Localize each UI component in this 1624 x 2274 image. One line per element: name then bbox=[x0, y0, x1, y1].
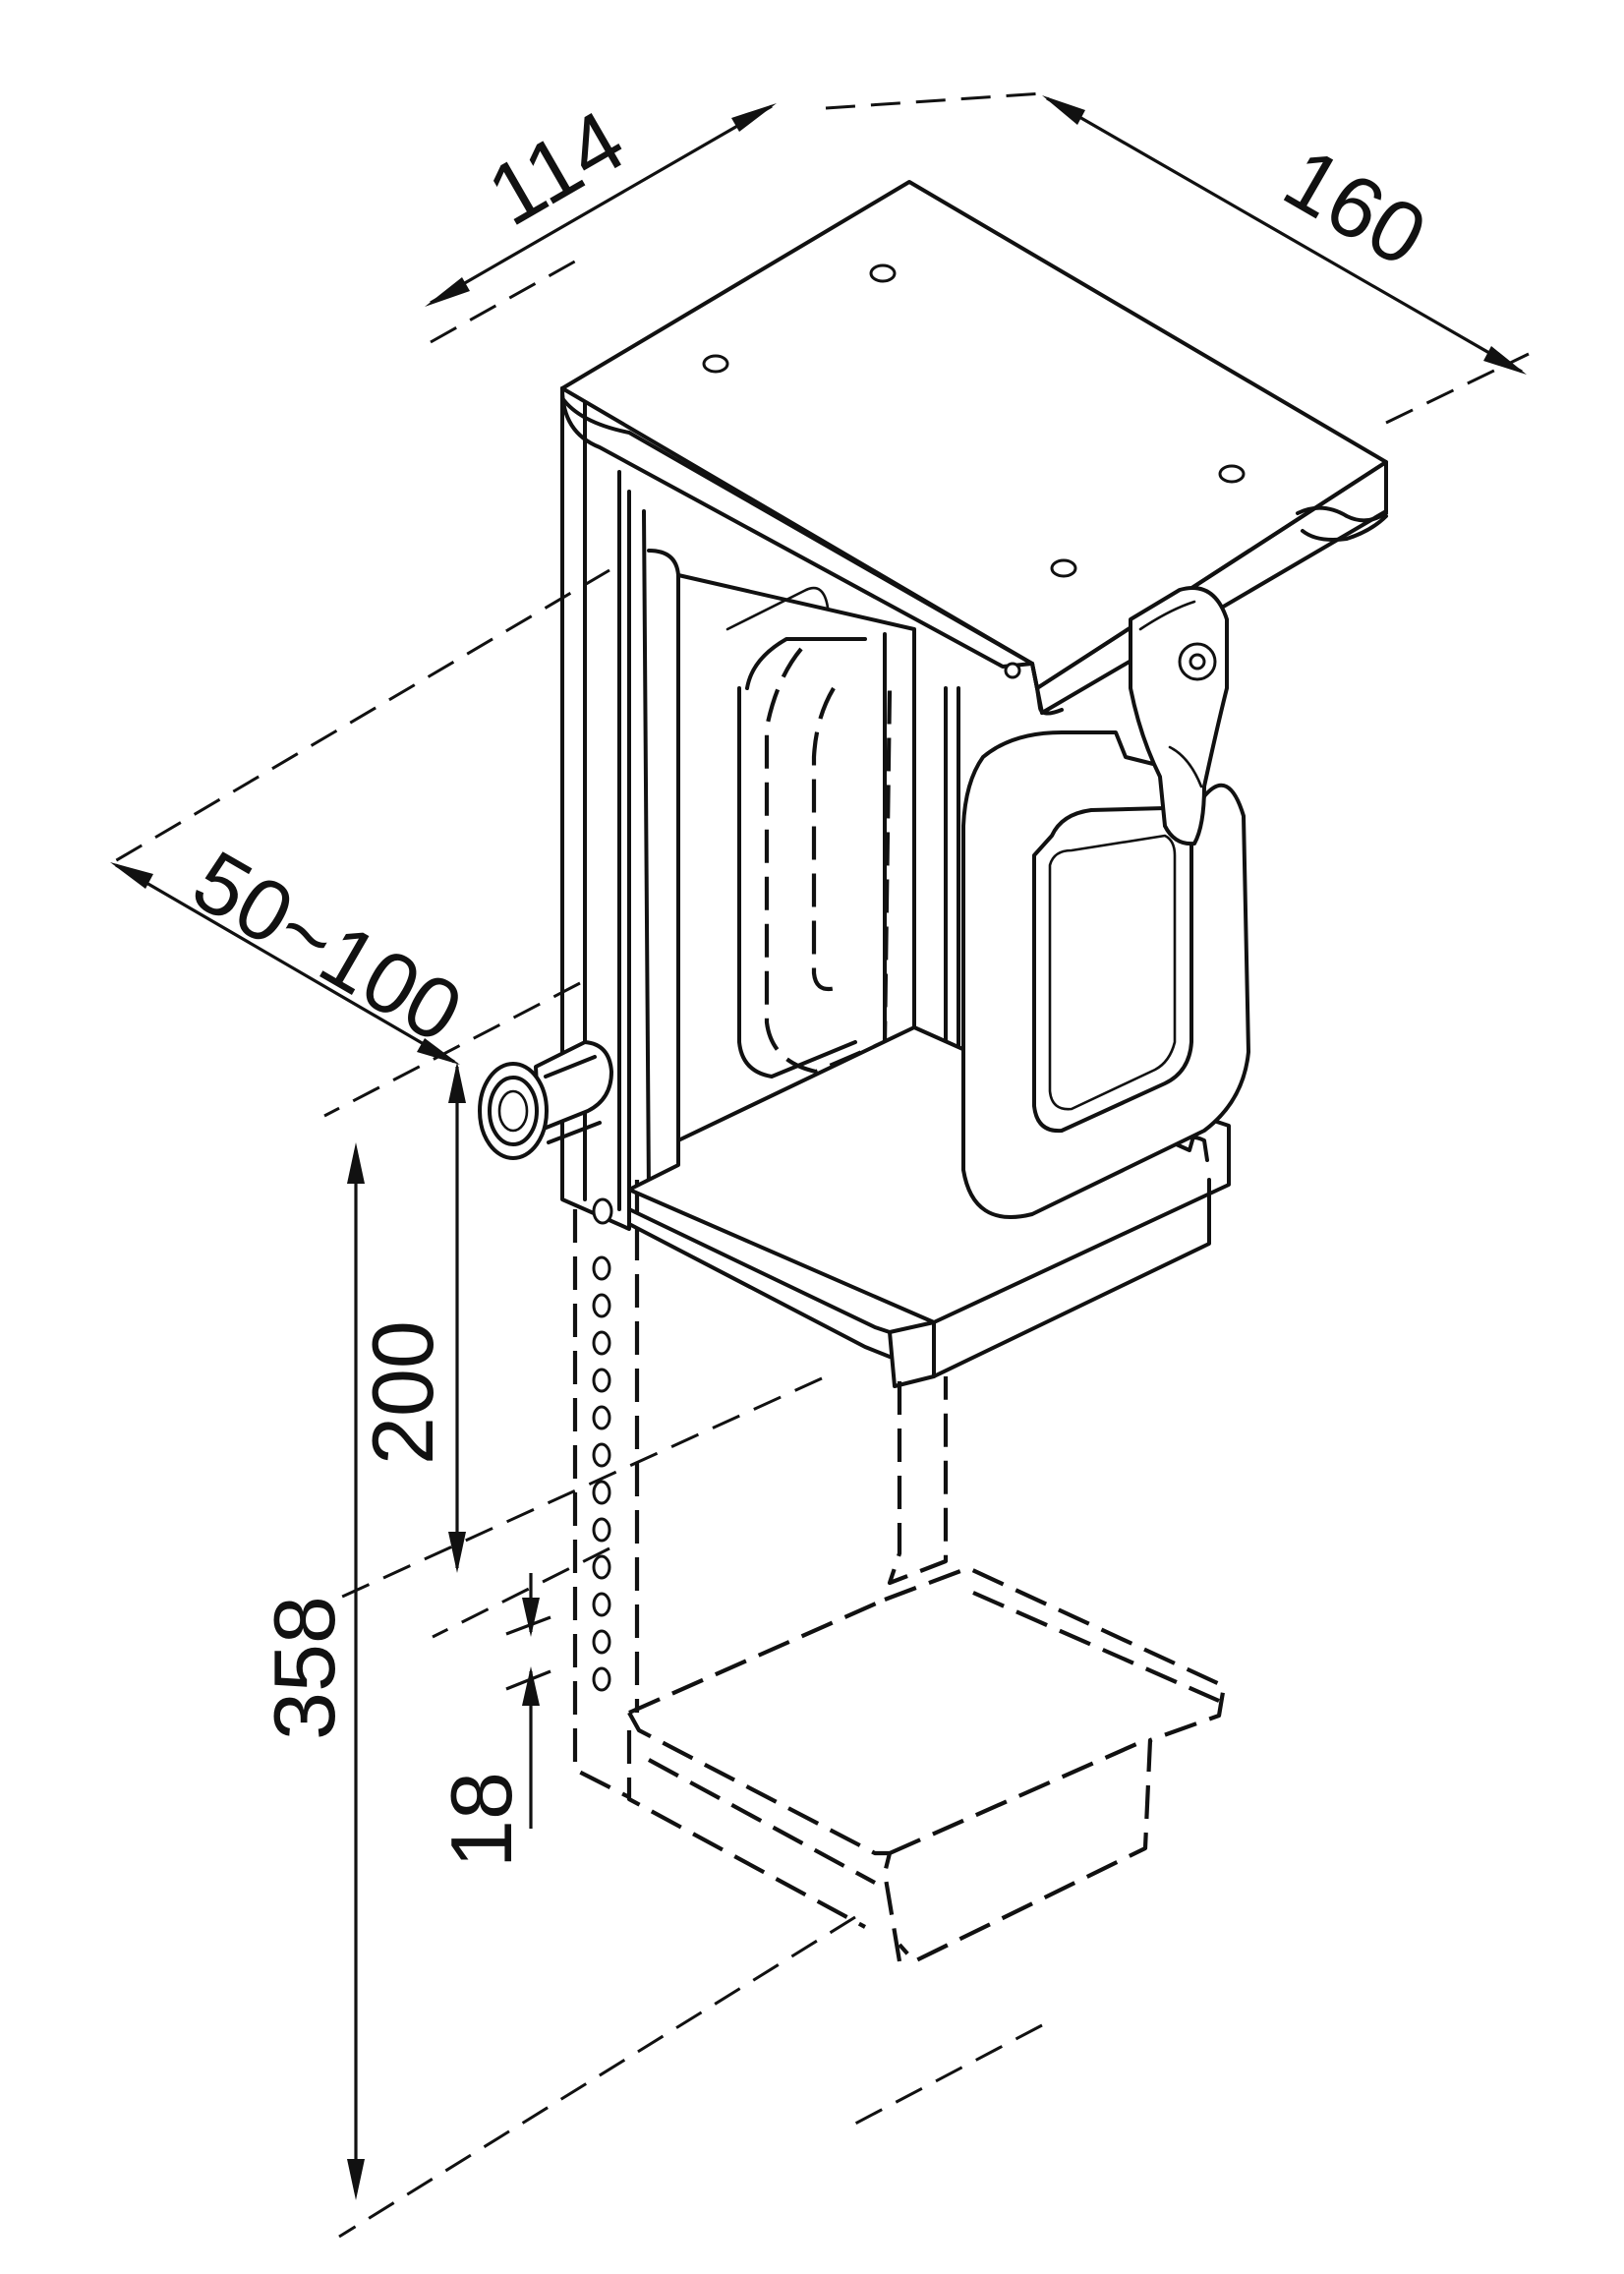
mounting-holes bbox=[702, 263, 1246, 679]
dimension-desk-offset: 50~100 bbox=[110, 832, 478, 1065]
min-height-label: 200 bbox=[354, 1320, 451, 1465]
front-clamp bbox=[961, 586, 1250, 1219]
adjustment-holes bbox=[592, 1197, 613, 1692]
step-label: 18 bbox=[433, 1772, 530, 1868]
depth-label: 114 bbox=[472, 91, 640, 245]
top-plate bbox=[560, 180, 1388, 716]
dimension-max-height: 358 bbox=[256, 1142, 365, 2200]
max-height-label: 358 bbox=[256, 1596, 353, 1740]
desk-offset-label: 50~100 bbox=[178, 832, 479, 1062]
lower-shelf-extended bbox=[626, 647, 1227, 1964]
adjustment-knob bbox=[478, 1040, 613, 1160]
rear-rail bbox=[560, 386, 680, 1799]
width-label: 160 bbox=[1269, 129, 1443, 285]
dimension-step: 18 bbox=[433, 1573, 551, 1868]
dimension-min-height: 200 bbox=[354, 1062, 466, 1573]
dimension-depth: 114 bbox=[425, 91, 777, 307]
extension-lines bbox=[107, 91, 1530, 2239]
